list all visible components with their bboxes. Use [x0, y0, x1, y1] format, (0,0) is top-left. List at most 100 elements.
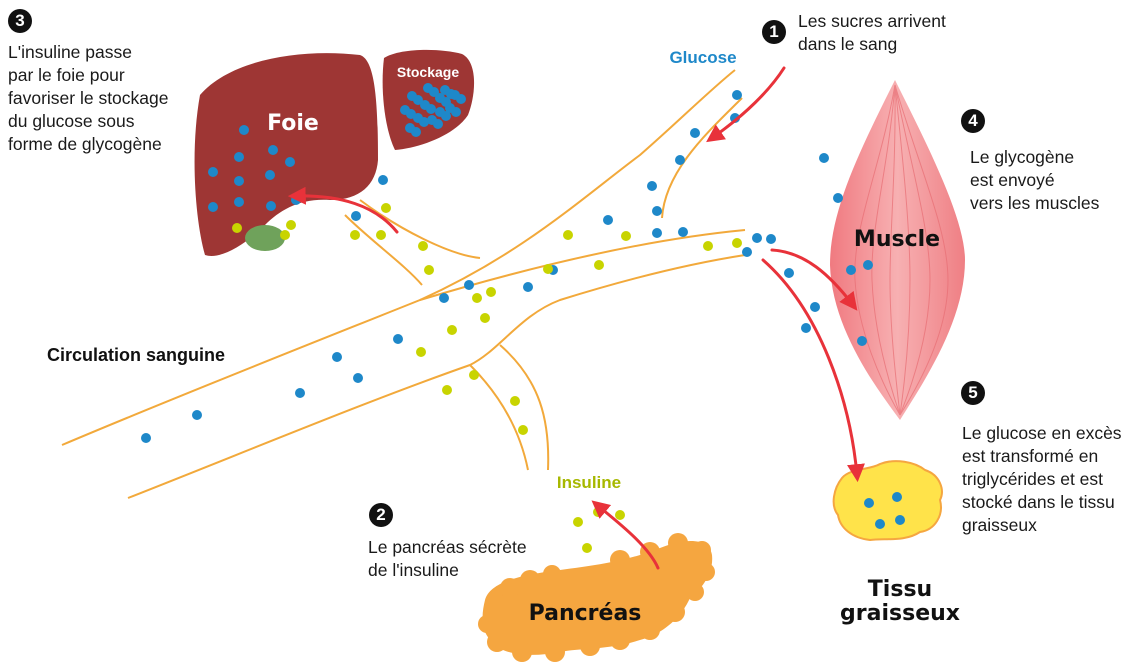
vessel-to-liver-left: [344, 214, 423, 286]
insulin-dot: [486, 287, 496, 297]
step-5-caption: Le glucose en excès est transformé en tr…: [962, 422, 1122, 537]
muscle-body: [830, 80, 965, 420]
glucose-dot: [892, 492, 902, 502]
glucose-dot: [784, 268, 794, 278]
insulin-dot: [480, 313, 490, 323]
storage-glucose-dot: [433, 119, 443, 129]
storage-glucose-dot: [406, 109, 416, 119]
glucose-dot: [742, 247, 752, 257]
insulin-dot: [615, 510, 625, 520]
glucose-dot: [766, 234, 776, 244]
pancreas: [478, 533, 715, 662]
muscle-label: Muscle: [854, 227, 940, 252]
arrow-insulin-to-liver: [287, 186, 399, 234]
glucose-dot: [675, 155, 685, 165]
glucose-dot: [208, 202, 218, 212]
fat-blob: [832, 460, 943, 542]
insulin-dot: [510, 396, 520, 406]
storage-glucose-dot: [441, 111, 451, 121]
arrow-to-fat: [761, 258, 865, 483]
insulin-dot: [376, 230, 386, 240]
insulin-dot: [703, 241, 713, 251]
step-2-line: de l'insuline: [368, 560, 459, 580]
arrow-to-muscle: [770, 248, 858, 311]
insulin-dot: [416, 347, 426, 357]
glucose-dot: [846, 265, 856, 275]
step-2-line: Le pancréas sécrète: [368, 537, 527, 557]
insulin-dot: [424, 265, 434, 275]
insulin-dot: [543, 264, 553, 274]
storage-glucose-dot: [426, 104, 436, 114]
step-1-badge: 1: [762, 20, 786, 44]
glucose-dot: [833, 193, 843, 203]
tissu-label-line2: graisseux: [840, 601, 960, 626]
glucose-dot: [752, 233, 762, 243]
storage-glucose-dot: [429, 87, 439, 97]
step-5-line: stocké dans le tissu: [962, 492, 1115, 512]
insuline-label: Insuline: [557, 473, 621, 492]
insulin-dot: [582, 543, 592, 553]
step-3-caption: L'insuline passe par le foie pour favori…: [8, 41, 169, 156]
step-4-caption: Le glycogène est envoyé vers les muscles: [970, 146, 1099, 215]
fat-tissue: [832, 460, 943, 542]
glucose-dot: [523, 282, 533, 292]
step-1-line: Les sucres arrivent: [798, 11, 946, 31]
storage-glucose-dot: [419, 117, 429, 127]
insulin-dot: [350, 230, 360, 240]
glucose-dot: [690, 128, 700, 138]
blood-vessels: [61, 69, 746, 499]
vessel-up-right-outer: [419, 69, 736, 301]
insulin-dot: [286, 220, 296, 230]
step-2-badge: 2: [369, 503, 393, 527]
glucose-dot: [678, 227, 688, 237]
insulin-dot: [381, 203, 391, 213]
glucose-dot: [265, 170, 275, 180]
step-4-line: Le glycogène: [970, 147, 1075, 167]
insulin-dot: [232, 223, 242, 233]
insulin-dot: [472, 293, 482, 303]
insulin-dot: [469, 370, 479, 380]
vessel-to-liver-right: [359, 199, 481, 259]
step-3-line: forme de glycogène: [8, 134, 162, 154]
step-2-caption: Le pancréas sécrète de l'insuline: [368, 536, 527, 582]
glucose-dot: [857, 336, 867, 346]
glucose-dot: [192, 410, 202, 420]
arrows: [287, 66, 865, 570]
step-3-line: L'insuline passe: [8, 42, 132, 62]
glucose-dot: [875, 519, 885, 529]
glucose-dot: [603, 215, 613, 225]
glucose-dot: [234, 176, 244, 186]
glucose-dot: [378, 175, 388, 185]
glucose-dot: [647, 181, 657, 191]
vessel-down-left: [469, 364, 529, 471]
arrow-glucose-arrival: [706, 66, 786, 143]
stockage-label: Stockage: [397, 64, 459, 80]
glucose-dot: [393, 334, 403, 344]
storage-glucose-dot: [413, 95, 423, 105]
pancreas-label: Pancréas: [529, 601, 642, 626]
glucose-dot: [141, 433, 151, 443]
insulin-dots: [232, 203, 742, 553]
glucose-dot: [239, 125, 249, 135]
liver-storage-lobe: [382, 49, 475, 150]
step-3-line: favoriser le stockage: [8, 88, 169, 108]
glucose-dot: [652, 206, 662, 216]
insulin-dot: [621, 231, 631, 241]
tissu-label-line1: Tissu: [868, 577, 932, 602]
storage-glucose-dot: [451, 107, 461, 117]
storage-glucose-dot: [456, 94, 466, 104]
insulin-dot: [573, 517, 583, 527]
storage-glucose-dot: [411, 127, 421, 137]
muscle: [830, 80, 965, 420]
insulin-dot: [280, 230, 290, 240]
insulin-dot: [518, 425, 528, 435]
glucose-label: Glucose: [669, 48, 736, 67]
glucose-dot: [464, 280, 474, 290]
glucose-dot: [439, 293, 449, 303]
step-1-caption: Les sucres arrivent dans le sang: [798, 10, 946, 56]
glucose-dot: [268, 145, 278, 155]
glucose-dot: [353, 373, 363, 383]
glucose-dot: [234, 152, 244, 162]
step-5-badge: 5: [961, 381, 985, 405]
glucose-dot: [295, 388, 305, 398]
